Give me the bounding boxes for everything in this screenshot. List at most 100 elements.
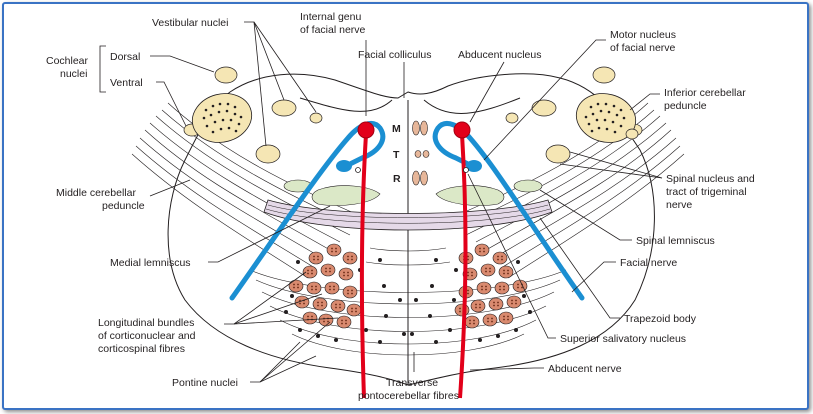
fourth-ventricle-floor [299,97,521,114]
corticospinal-bundle [308,251,324,265]
label-dorsal: Dorsal [110,51,140,63]
bundle-fibre-dot [503,315,505,318]
pontine-nucleus-dot [516,260,520,264]
corticospinal-bundle [506,295,522,309]
bundle-fibre-dot [307,269,309,272]
bundle-fibre-dot [345,322,347,325]
pontine-nucleus-dot [402,332,406,336]
bundle-fibre-dot [515,302,517,305]
bundle-fibre-dot [511,302,513,305]
medial-lemniscus-left [311,185,381,206]
bundle-fibre-dot [489,270,491,273]
corticospinal-bundle [470,299,486,313]
bundle-fibre-dot [307,272,309,275]
bundle-fibre-dot [347,255,349,258]
bundle-fibre-dot [479,247,481,250]
corticospinal-bundle [302,311,318,325]
bundle-fibre-dot [459,307,461,310]
pontine-nucleus-dot [452,298,456,302]
label-longitudinal-1: Longitudinal bundles [98,317,194,329]
bundle-fibre-dot [487,320,489,323]
bundle-fibre-dot [335,303,337,306]
bundle-fibre-dot [313,258,315,261]
bundle-fibre-dot [343,274,345,277]
bundle-fibre-dot [499,285,501,288]
bundle-fibre-dot [355,310,357,313]
corticospinal-bundle [336,315,352,329]
trapezoid-body-band [263,199,553,231]
corticospinal-bundle [476,281,492,295]
bundle-fibre-dot [501,255,503,258]
bundle-fibre-dot [491,320,493,323]
bundle-fibre-dot [329,285,331,288]
bundle-fibre-dot [507,272,509,275]
bundle-fibre-dot [481,288,483,291]
bundle-fibre-dot [475,303,477,306]
bundle-fibre-dot [317,301,319,304]
pontine-nucleus-dot [298,328,302,332]
corticospinal-bundle [326,243,342,257]
abducent-nucleus-left [357,121,375,139]
label-vestibular-nuclei: Vestibular nuclei [152,17,228,29]
bundle-fibre-dot [503,318,505,321]
bundle-fibre-dot [485,267,487,270]
bundle-fibre-dot [493,304,495,307]
bundle-fibre-dot [487,317,489,320]
bundle-fibre-dot [521,286,523,289]
corticospinal-bundle [324,281,340,295]
abducent-nerve-right [458,133,468,399]
right-small-nucleus [625,128,639,140]
bundle-fibre-dot [345,319,347,322]
motor-nuclei-column [412,120,430,186]
bundle-fibre-dot [473,319,475,322]
pontine-nucleus-dot [398,298,402,302]
bundle-fibre-dot [351,307,353,310]
bundle-fibre-dot [501,258,503,261]
bundle-fibre-dot [497,258,499,261]
mtr-letter-t: T [393,149,400,161]
bundle-fibre-dot [331,250,333,253]
bundle-fibre-dot [351,292,353,295]
pontine-nucleus-dot [316,334,320,338]
bundle-fibre-dot [355,307,357,310]
pontine-nucleus-dot [478,338,482,342]
pontine-nucleus-dot [430,284,434,288]
bundle-fibre-dot [489,267,491,270]
bundle-fibre-dot [471,271,473,274]
label-superior-salivatory: Superior salivatory nucleus [560,333,686,345]
bundle-fibre-dot [339,306,341,309]
corticospinal-bundle [306,281,322,295]
label-ventral: Ventral [110,77,143,89]
label-spinal-trigeminal-1: Spinal nucleus and [666,173,755,185]
bundle-fibre-dot [351,289,353,292]
bundle-fibre-dot [323,320,325,323]
corticospinal-bundle [342,285,358,299]
bundle-fibre-dot [503,272,505,275]
bundle-fibre-dot [329,288,331,291]
bundle-fibre-dot [469,319,471,322]
bundle-fibre-dot [333,285,335,288]
bundle-fibre-dot [517,283,519,286]
corticospinal-bundle [492,251,508,265]
bundle-fibre-dot [485,288,487,291]
transverse-pontocerebellar-fibres [249,247,567,356]
corticospinal-bundle [474,243,490,257]
corticospinal-bundle [482,313,498,327]
bundle-fibre-dot [293,283,295,286]
bundle-fibre-dot [299,302,301,305]
pontine-nucleus-dot [284,310,288,314]
label-spinal-lemniscus: Spinal lemniscus [636,235,715,247]
label-abducent-nucleus: Abducent nucleus [458,49,541,61]
label-transverse-2: pontocerebellar fibres [358,390,459,402]
label-inferior-cerebellar-1: Inferior cerebellar [664,87,746,99]
label-inferior-cerebellar-2: peduncle [664,100,707,112]
bundle-fibre-dot [297,283,299,286]
bundle-fibre-dot [317,304,319,307]
corticospinal-bundle [294,295,310,309]
label-facial-colliculus: Facial colliculus [358,49,432,61]
label-abducent-nerve: Abducent nerve [548,363,622,375]
bundle-fibre-dot [331,247,333,250]
bundle-fibre-dot [347,258,349,261]
label-cochlear-1: Cochlear [46,55,89,67]
